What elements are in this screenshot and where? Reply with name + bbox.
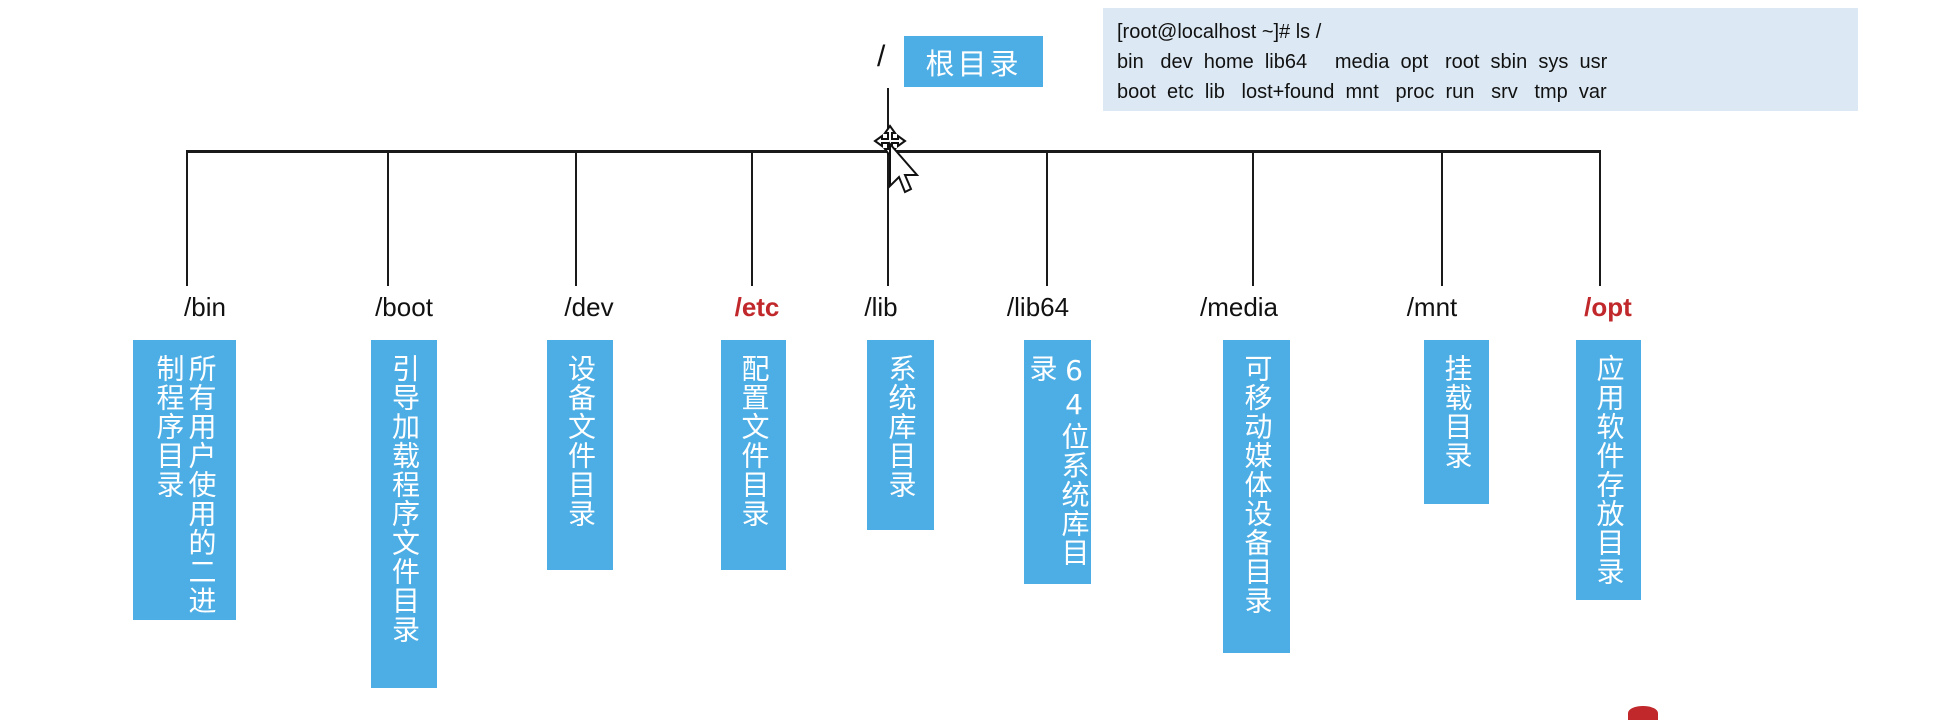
dir-label-boot: /boot (375, 292, 433, 322)
dir-label-media: /media (1199, 292, 1279, 322)
terminal-line-2: boot etc lib lost+found mnt proc run srv… (1117, 81, 1607, 103)
dir-label-mnt: /mnt (1406, 292, 1458, 322)
branch-lib64 (1046, 152, 1048, 286)
terminal-prompt: [root@localhost ~]# ls / (1117, 21, 1322, 43)
dir-label-bin: /bin (184, 292, 226, 322)
branch-dev (575, 152, 577, 286)
dir-label-lib64: /lib64 (1006, 292, 1070, 322)
desc-box-bin: 所有用户使用的二进制程序目录 (133, 340, 236, 620)
branch-media (1252, 152, 1254, 286)
branch-etc (751, 152, 753, 286)
branch-lib (887, 152, 889, 286)
dir-label-opt: /opt (1584, 292, 1632, 322)
desc-box-media: 可移动媒体设备目录 (1223, 340, 1290, 653)
desc-box-lib64: 64位系统库目录 (1024, 340, 1091, 584)
mouse-cursor-icon (873, 124, 920, 194)
desc-box-dev: 设备文件目录 (547, 340, 613, 570)
terminal-line-1: bin dev home lib64 media opt root sbin s… (1117, 51, 1608, 73)
root-label: 根目录 (904, 36, 1043, 87)
dir-label-dev: /dev (564, 292, 614, 322)
desc-box-opt: 应用软件存放目录 (1576, 340, 1641, 600)
desc-box-etc: 配置文件目录 (721, 340, 786, 570)
dir-label-lib: /lib (864, 292, 898, 322)
desc-box-mnt: 挂载目录 (1424, 340, 1489, 504)
root-slash: / (877, 40, 886, 73)
root-stem (887, 88, 889, 154)
branch-bin (186, 152, 188, 286)
dir-label-etc: /etc (734, 292, 780, 322)
branch-mnt (1441, 152, 1443, 286)
desc-box-boot: 引导加载程序文件目录 (371, 340, 437, 688)
branch-boot (387, 152, 389, 286)
desc-box-lib: 系统库目录 (867, 340, 934, 530)
terminal-output: [root@localhost ~]# ls / bin dev home li… (1103, 8, 1858, 111)
corner-logo-fragment (1628, 706, 1658, 720)
branch-opt (1599, 152, 1601, 286)
